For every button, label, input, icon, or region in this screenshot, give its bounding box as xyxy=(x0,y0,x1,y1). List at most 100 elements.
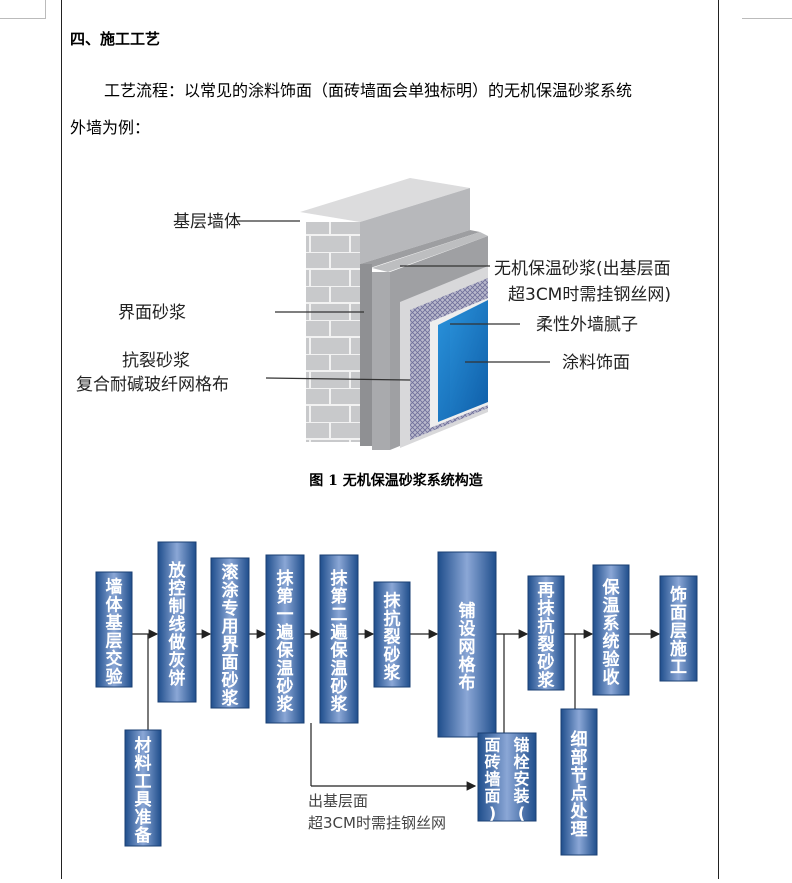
margin-corner-mark xyxy=(0,18,45,19)
svg-text:锚: 锚 xyxy=(513,736,529,755)
svg-text:): ) xyxy=(489,804,496,823)
svg-text:工: 工 xyxy=(670,658,687,678)
brick-wall-side xyxy=(360,188,470,264)
svg-text:布: 布 xyxy=(459,673,476,694)
svg-text:浆: 浆 xyxy=(222,688,240,709)
svg-text:铺: 铺 xyxy=(459,601,476,622)
figure-1-caption: 图 1 无机保温砂浆系统构造 xyxy=(309,473,483,489)
svg-text:体: 体 xyxy=(106,595,124,616)
flow-branch-box xyxy=(477,732,537,822)
label-anti-crack-line2: 复合耐碱玻纤网格布 xyxy=(76,375,229,395)
svg-text:验: 验 xyxy=(106,667,124,688)
label-base-wall: 基层墙体 xyxy=(173,212,241,232)
interface-mortar-layer xyxy=(360,264,372,446)
svg-text:系: 系 xyxy=(603,614,620,634)
paint-finish-highlight xyxy=(450,302,488,414)
svg-text:抹: 抹 xyxy=(331,568,349,589)
svg-text:温: 温 xyxy=(277,659,294,679)
svg-text:裂: 裂 xyxy=(537,634,555,655)
svg-text:浆: 浆 xyxy=(331,694,349,715)
svg-text:浆: 浆 xyxy=(538,670,556,691)
svg-text:抗: 抗 xyxy=(384,609,401,630)
svg-text:专: 专 xyxy=(222,598,239,619)
svg-text:统: 统 xyxy=(603,631,620,652)
svg-text:砂: 砂 xyxy=(384,645,401,666)
svg-text:砂: 砂 xyxy=(277,676,294,697)
svg-text:做: 做 xyxy=(168,632,187,653)
svg-text:节: 节 xyxy=(571,765,588,786)
svg-text:点: 点 xyxy=(571,783,588,804)
svg-text:料: 料 xyxy=(135,753,152,774)
svg-text:砖: 砖 xyxy=(484,753,500,772)
svg-text:栓: 栓 xyxy=(513,753,530,772)
flow-step-box xyxy=(210,557,250,709)
svg-text:设: 设 xyxy=(459,620,476,640)
svg-text:面: 面 xyxy=(484,736,500,755)
intro-paragraph-line2: 外墙为例： xyxy=(70,118,151,137)
svg-text:材: 材 xyxy=(135,735,152,756)
svg-text:面: 面 xyxy=(222,653,239,673)
svg-text:墙: 墙 xyxy=(106,577,123,598)
svg-text:网: 网 xyxy=(459,638,476,658)
label-paint: 涂料饰面 xyxy=(562,353,630,373)
left-margin-line xyxy=(61,0,62,879)
label-interface-mortar: 界面砂浆 xyxy=(118,303,186,323)
flow-branch-box xyxy=(560,708,598,856)
svg-text:准: 准 xyxy=(135,808,152,828)
svg-text:涂: 涂 xyxy=(222,580,240,601)
svg-text:制: 制 xyxy=(169,596,186,617)
svg-text:交: 交 xyxy=(106,649,123,670)
flow-step-box xyxy=(373,581,411,688)
svg-text:细: 细 xyxy=(571,729,588,750)
flow-step-box xyxy=(95,571,133,688)
label-putty: 柔性外墙腻子 xyxy=(536,315,638,335)
svg-text:控: 控 xyxy=(169,578,186,599)
svg-text:抹: 抹 xyxy=(538,598,556,619)
svg-text:装: 装 xyxy=(512,787,529,806)
svg-text:面: 面 xyxy=(670,604,687,624)
svg-text:保: 保 xyxy=(276,640,295,661)
svg-text:具: 具 xyxy=(134,790,152,810)
label-insulation-line1: 无机保温砂浆(出基层面 xyxy=(494,259,671,279)
flow-step-box xyxy=(437,551,497,738)
right-margin-line xyxy=(718,0,719,879)
svg-text:饰: 饰 xyxy=(670,585,687,606)
svg-text:放: 放 xyxy=(168,560,187,581)
interface-mortar-top xyxy=(360,230,480,268)
flowchart-boxes: 墙体基层交验放控制线做灰饼滚涂专用界面砂浆抹第一遍保温砂浆抹第二遍保温砂浆抹抗裂… xyxy=(95,541,698,856)
svg-text:温: 温 xyxy=(603,596,620,616)
flow-branch-box xyxy=(124,729,162,847)
svg-text:饼: 饼 xyxy=(169,668,186,689)
svg-text:面: 面 xyxy=(484,787,500,806)
leader-anti-crack xyxy=(265,377,411,381)
svg-text:(: ( xyxy=(518,804,525,823)
svg-text:灰: 灰 xyxy=(169,650,186,671)
svg-text:裂: 裂 xyxy=(383,627,401,648)
flow-step-box xyxy=(319,554,359,724)
svg-text:抹: 抹 xyxy=(384,591,402,612)
label-anti-crack-line1: 抗裂砂浆 xyxy=(122,351,190,371)
flow-step-box xyxy=(659,575,698,682)
svg-text:砂: 砂 xyxy=(222,670,239,691)
svg-text:收: 收 xyxy=(603,667,620,688)
intro-paragraph-line1: 工艺流程：以常见的涂料饰面（面砖墙面会单独标明）的无机保温砂浆系统 xyxy=(104,81,633,100)
wall-structure-diagram: 基层墙体 界面砂浆 抗裂砂浆 复合耐碱玻纤网格布 无机保温砂浆(出基层面 超3C… xyxy=(76,178,671,450)
svg-text:遍: 遍 xyxy=(276,622,295,643)
svg-text:备: 备 xyxy=(134,825,153,846)
svg-text:界: 界 xyxy=(222,635,239,655)
svg-text:砂: 砂 xyxy=(538,652,555,673)
steel-mesh-note-line2: 超3CM时需挂钢丝网 xyxy=(308,814,446,832)
flow-step-box xyxy=(265,554,305,724)
svg-text:浆: 浆 xyxy=(277,694,295,715)
